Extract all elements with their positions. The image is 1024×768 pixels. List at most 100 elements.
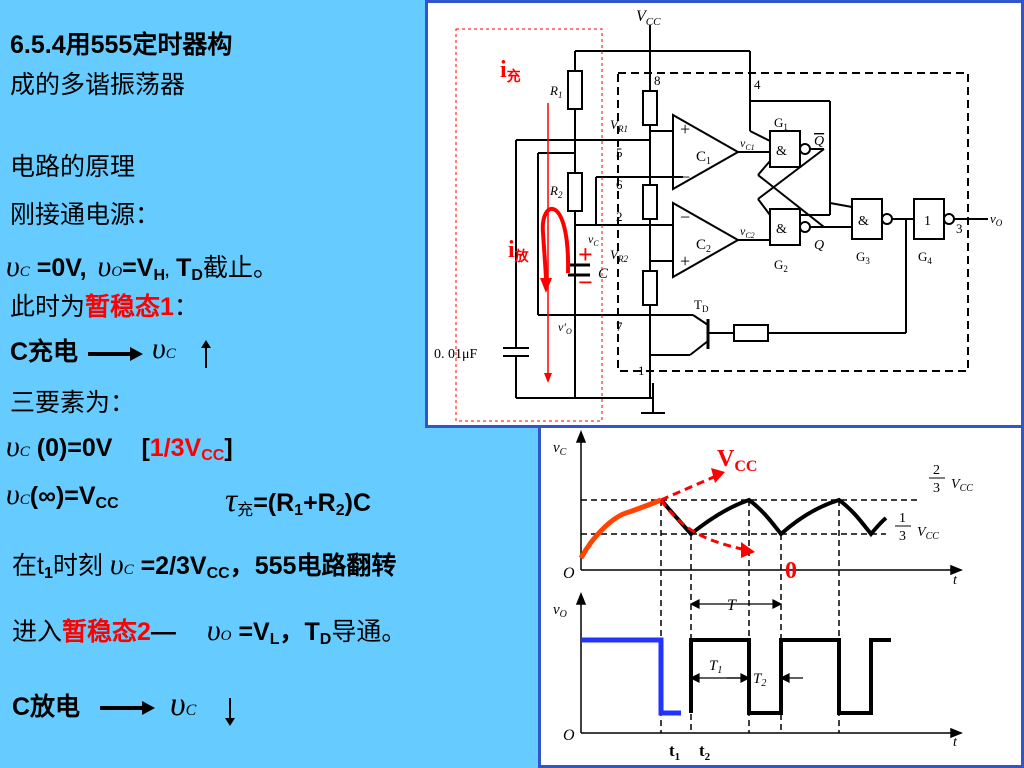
t1-flip-line: 在t1时刻 υC =2/3VCC，555电路翻转 <box>12 548 397 582</box>
fraction-two-thirds-den: 3 <box>933 481 940 496</box>
g3-label: G3 <box>856 249 870 266</box>
three-elements-heading: 三要素为： <box>10 389 136 417</box>
internal-resistor-mid <box>642 184 658 220</box>
rise-to-vcc-arrow <box>660 474 717 502</box>
vc-symbol: υC <box>6 250 30 283</box>
vr1-label: VR1 <box>610 117 628 134</box>
vc1-label: vC1 <box>740 136 755 152</box>
pin-8: 8 <box>654 73 661 88</box>
g4-not-symbol: 1 <box>924 214 931 229</box>
comparator-c1 <box>672 113 741 191</box>
arrow-head-icon <box>130 347 143 361</box>
c2-plus: + <box>680 251 690 271</box>
cap-c-label: C <box>598 266 609 282</box>
t2-duration-label: T2 <box>753 671 766 689</box>
vc-symbol-charge: υC <box>152 332 176 365</box>
i-charge-label: i充 <box>500 57 521 85</box>
c1-minus: − <box>680 167 690 187</box>
vc-waveform <box>659 497 888 538</box>
vo-symbol: υO <box>97 250 123 283</box>
vo-axis-label: vO <box>553 602 567 620</box>
t2-instant-label: t2 <box>699 741 711 763</box>
power-on-text: 刚接通电源： <box>10 201 161 229</box>
g1-label: G1 <box>774 115 788 132</box>
vc-node-label: vC <box>588 232 599 248</box>
internal-resistor-top <box>642 90 658 126</box>
origin-top: O <box>563 565 575 582</box>
vc-symbol-discharge: υC <box>170 686 197 723</box>
pin-1: 1 <box>638 363 645 378</box>
principle-heading: 电路的原理 <box>10 153 136 181</box>
r2-label: R2 <box>549 183 563 200</box>
vr2-label: VR2 <box>610 247 628 264</box>
t-axis-label-top: t <box>953 573 958 588</box>
t-axis-label-bottom: t <box>953 735 958 750</box>
initial-state-line: υC =0V, υO=VH, TD截止。 <box>6 250 278 284</box>
q-label: Q <box>814 238 824 253</box>
g2-and-symbol: & <box>776 222 787 237</box>
fraction-two-thirds-num: 2 <box>933 463 940 478</box>
page-title-line1: 6.5.4用555定时器构 <box>10 31 233 59</box>
cap-value-label: 0. 01μF <box>434 347 478 362</box>
vcc-label: VCC <box>636 8 661 28</box>
one-third-vcc-label: VCC <box>917 525 939 542</box>
vo-output-label: vO <box>990 211 1003 228</box>
waveform-panel: vC vO t t O O 2 3 VCC 1 3 VCC VCC 0 T T1… <box>538 428 1024 768</box>
final-value-line: υC(∞)=VCC <box>6 478 119 512</box>
vc2-label: vC2 <box>740 224 755 240</box>
discharge-current-arrow <box>540 207 571 282</box>
vc-initial-charge <box>578 497 662 560</box>
vo-waveform <box>689 638 891 715</box>
i-discharge-label: i放 <box>508 237 530 265</box>
pin-5: 5 <box>616 145 623 160</box>
vcc-target-label: VCC <box>717 446 757 475</box>
pin-2: 2 <box>616 209 623 224</box>
period-t-label: T <box>727 597 737 614</box>
state1-line: 此时为暂稳态1： <box>10 293 199 321</box>
td-label: TD <box>694 297 709 314</box>
q-bar-label: Q <box>814 134 824 149</box>
c2-label: C2 <box>696 237 711 255</box>
resistor-r1 <box>567 70 583 110</box>
fraction-one-third-den: 3 <box>899 529 906 544</box>
state2-label: 暂稳态2 <box>62 618 151 646</box>
circuit-panel: + − VCC i充 i放 R1 R2 VR1 VR2 C1 C2 + − − … <box>425 0 1024 428</box>
discharge-line: C放电 <box>12 693 81 721</box>
c1-plus: + <box>680 119 690 139</box>
comparator-c2 <box>672 201 741 279</box>
pin-4: 4 <box>754 77 761 92</box>
internal-resistor-bot <box>642 270 658 306</box>
r1-label: R1 <box>549 83 562 100</box>
zero-target-label: 0 <box>785 558 797 584</box>
waveform-diagram: vC vO t t O O 2 3 VCC 1 3 VCC VCC 0 T T1… <box>553 429 973 763</box>
cap-minus-sign: − <box>578 268 593 297</box>
circuit-diagram: + − VCC i充 i放 R1 R2 VR1 VR2 C1 C2 + − − … <box>434 8 1003 422</box>
c1-label: C1 <box>696 149 711 167</box>
state1-label: 暂稳态1 <box>85 293 174 321</box>
vo-initial-high <box>581 637 681 716</box>
tau-symbol: τ <box>225 482 238 519</box>
c2-minus: − <box>680 207 690 227</box>
fraction-one-third-num: 1 <box>899 511 906 526</box>
g4-label: G4 <box>918 249 932 266</box>
base-resistor <box>733 324 769 342</box>
g2-label: G2 <box>774 257 788 274</box>
pin-3: 3 <box>956 221 963 236</box>
pin-7: 7 <box>616 319 623 334</box>
charge-arrow-group <box>88 340 211 368</box>
discharge-arrow-group <box>100 698 235 726</box>
two-thirds-vcc-label: VCC <box>951 477 973 494</box>
g1-and-symbol: & <box>776 144 787 159</box>
charge-line: C充电 <box>10 338 79 366</box>
charge-loop-box <box>455 28 603 422</box>
state2-line: 进入暂稳态2— υO =VL，TD导通。 <box>12 614 407 648</box>
t1-duration-label: T1 <box>709 658 722 676</box>
resistor-r2 <box>567 172 583 212</box>
tau-line: τ充=(R1+R2)C <box>225 482 372 519</box>
g3-and-symbol: & <box>858 214 869 229</box>
vc-axis-label: vC <box>553 440 567 458</box>
fall-to-zero-arrow <box>659 499 747 552</box>
initial-value-line: υC (0)=0V [1/3VCC] <box>6 430 233 464</box>
origin-bottom: O <box>563 727 575 744</box>
pin-6: 6 <box>616 177 623 192</box>
